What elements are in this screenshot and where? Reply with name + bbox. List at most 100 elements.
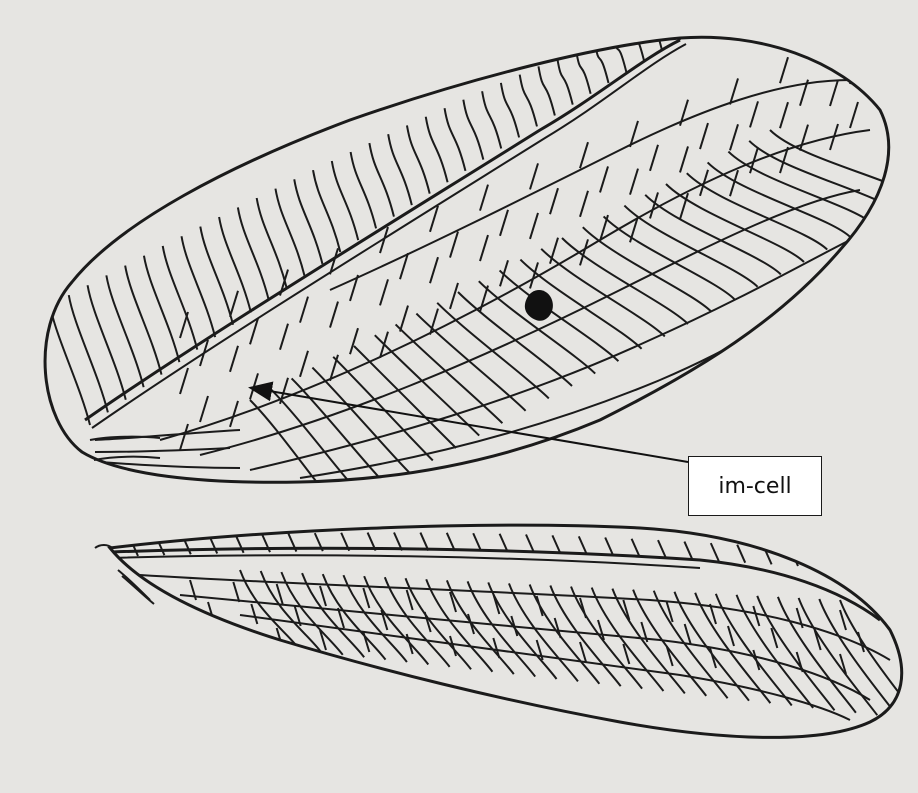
cell-crossvein bbox=[450, 232, 458, 258]
hindwing-outline bbox=[110, 525, 902, 737]
costal-crossvein bbox=[69, 295, 108, 412]
cell-crossvein bbox=[280, 378, 288, 404]
hindwing-costal-crossvein bbox=[684, 542, 692, 560]
cell-crossvein bbox=[650, 145, 658, 171]
cell-crossvein bbox=[580, 142, 588, 168]
cell-crossvein bbox=[700, 123, 708, 149]
cell-crossvein bbox=[200, 396, 208, 422]
im-cell-label-text: im-cell bbox=[718, 474, 791, 499]
hindwing-branch-vein bbox=[468, 581, 536, 676]
forewing-radius-vein bbox=[85, 40, 680, 420]
cell-crossvein bbox=[850, 102, 858, 128]
cell-crossvein bbox=[530, 213, 538, 239]
costal-crossvein bbox=[313, 170, 340, 252]
cell-crossvein bbox=[780, 57, 788, 83]
hindwing-cell-crossvein bbox=[233, 626, 239, 646]
cell-crossvein bbox=[300, 351, 308, 377]
hindwing-cell-crossvein bbox=[797, 608, 803, 628]
cell-crossvein bbox=[430, 257, 438, 283]
costal-crossvein bbox=[182, 236, 216, 337]
cell-crossvein bbox=[800, 125, 808, 151]
cell-crossvein bbox=[230, 291, 238, 317]
cell-crossvein bbox=[600, 166, 608, 192]
cell-crossvein bbox=[850, 58, 858, 84]
cell-crossvein bbox=[550, 188, 558, 214]
hindwing-branch-vein bbox=[406, 578, 472, 669]
costal-crossvein bbox=[125, 266, 161, 375]
longitudinal-vein bbox=[250, 240, 850, 470]
costal-crossvein bbox=[426, 117, 448, 182]
hindwing-costal-crossvein bbox=[552, 535, 560, 553]
forewing bbox=[45, 10, 918, 510]
costal-crossvein bbox=[520, 75, 537, 127]
im-cell-arrow bbox=[252, 388, 688, 462]
cell-crossvein bbox=[400, 306, 408, 332]
hindwing-branch-veins bbox=[140, 570, 918, 720]
cell-crossvein bbox=[450, 283, 458, 309]
cell-crossvein bbox=[180, 368, 188, 394]
branch-vein bbox=[770, 130, 918, 200]
costal-crossvein bbox=[482, 91, 501, 148]
hindwing-cell-crossvein bbox=[537, 596, 543, 616]
cell-crossvein bbox=[380, 279, 388, 305]
costal-crossvein bbox=[163, 246, 198, 350]
cell-crossvein bbox=[250, 373, 258, 399]
costal-crossvein bbox=[50, 305, 90, 425]
costal-crossvein bbox=[144, 256, 179, 362]
hindwing-cell-crossvein bbox=[208, 602, 214, 622]
cell-crossvein bbox=[530, 163, 538, 189]
hindwing-branch-vein bbox=[385, 577, 450, 667]
hindwing bbox=[95, 525, 918, 737]
hindwing-costal-crossvein bbox=[658, 540, 666, 558]
forewing-costal-veins bbox=[50, 10, 680, 425]
costal-crossvein bbox=[651, 18, 662, 51]
hindwing-branch-vein bbox=[447, 580, 514, 674]
hindwing-cell-crossvein bbox=[580, 642, 586, 662]
costal-crossvein bbox=[407, 125, 430, 193]
branch-vein bbox=[541, 249, 665, 337]
costal-crossvein bbox=[200, 227, 233, 325]
hindwing-cell-crossvein bbox=[320, 586, 326, 606]
costal-crossvein bbox=[388, 134, 412, 205]
cell-crossvein bbox=[750, 101, 758, 127]
cell-crossvein bbox=[730, 124, 738, 150]
cell-crossvein bbox=[580, 191, 588, 217]
hindwing-costal-crossvein bbox=[156, 537, 164, 555]
forewing-subcosta-vein bbox=[92, 44, 686, 428]
costal-crossvein bbox=[670, 10, 680, 40]
cell-crossvein bbox=[230, 401, 238, 427]
costal-crossvein bbox=[463, 100, 483, 160]
im-cell-label: im-cell bbox=[688, 456, 822, 516]
cell-crossvein bbox=[180, 312, 188, 338]
costal-crossvein bbox=[538, 66, 554, 115]
hindwing-costal-crossvein bbox=[526, 534, 534, 552]
cell-crossvein bbox=[330, 302, 338, 328]
costal-crossvein bbox=[614, 34, 627, 72]
cell-crossvein bbox=[530, 262, 538, 288]
cell-crossvein bbox=[180, 424, 188, 450]
cell-crossvein bbox=[780, 102, 788, 128]
hindwing-cell-crossvein bbox=[363, 588, 369, 608]
hindwing-costal-crossvein bbox=[605, 537, 613, 555]
cell-crossvein bbox=[230, 346, 238, 372]
hindwing-cell-crossvein bbox=[753, 606, 759, 626]
hindwing-branch-vein bbox=[488, 582, 556, 679]
hindwing-costal-crossvein bbox=[737, 545, 745, 563]
cell-crossvein bbox=[480, 235, 488, 261]
branch-vein bbox=[500, 270, 619, 361]
hindwing-costal-crossvein bbox=[632, 539, 640, 557]
costal-crossvein bbox=[106, 275, 143, 387]
costal-crossvein bbox=[576, 50, 591, 94]
costal-crossvein bbox=[557, 58, 572, 104]
cell-crossvein bbox=[500, 210, 508, 236]
hindwing-cell-crossvein bbox=[190, 624, 196, 644]
costal-crossvein bbox=[369, 143, 394, 217]
hindwing-branch-vein bbox=[778, 597, 856, 713]
forewing-cell-network bbox=[180, 36, 858, 450]
hindwing-cell-crossvein bbox=[753, 650, 759, 670]
hindwing-cell-crossvein bbox=[685, 624, 691, 644]
branch-vein bbox=[396, 324, 503, 423]
branch-vein bbox=[458, 292, 572, 386]
cell-crossvein bbox=[580, 239, 588, 265]
